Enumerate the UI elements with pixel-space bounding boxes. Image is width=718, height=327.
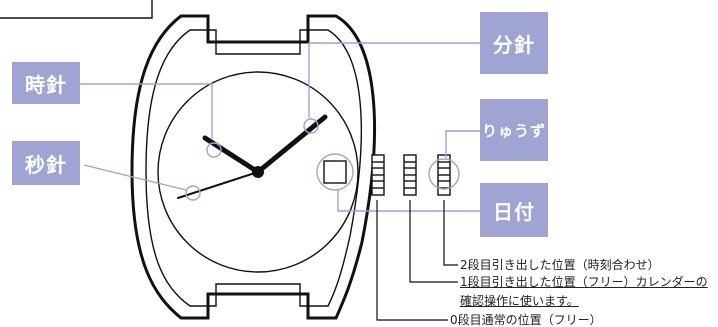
leader-lines [80, 42, 480, 212]
label-date: 日付 [480, 183, 548, 237]
label-crown: りゅうず [480, 99, 548, 161]
crown-leader [445, 130, 480, 158]
dial [157, 71, 359, 273]
minute-hand-line [255, 114, 328, 175]
hour-highlight [206, 142, 222, 158]
crown-stages [371, 154, 451, 196]
date-leader [337, 190, 480, 212]
crown-stage-1 [403, 154, 417, 196]
label-hour-hand: 時針 [12, 62, 80, 104]
bracket-pos0 [376, 200, 448, 321]
hour-leader [80, 83, 213, 140]
watch-hands [177, 114, 328, 199]
crown-highlight [428, 158, 460, 190]
bracket-pos2 [443, 200, 458, 266]
crown-brackets [376, 200, 458, 321]
center-pin [252, 166, 264, 178]
label-minute-hand: 分針 [480, 12, 548, 74]
frame-fragment [0, 0, 153, 19]
second-highlight [185, 185, 201, 201]
minute-highlight [303, 118, 319, 134]
date-window [323, 160, 347, 184]
crown-stage-0 [371, 154, 385, 196]
note-crown-position-1-line1: 1段目引き出した位置（フリー）カレンダーの [460, 275, 708, 289]
second-leader [83, 164, 187, 191]
watch-case [130, 14, 377, 320]
label-second-hand: 秒針 [12, 141, 80, 185]
second-hand-line [177, 171, 259, 199]
bracket-pos1 [409, 200, 458, 283]
note-crown-position-1-line2: 確認操作に使います。 [460, 294, 579, 308]
minute-leader [308, 42, 480, 118]
date-highlight [316, 153, 354, 191]
note-crown-position-0: 0段目通常の位置（フリー） [450, 313, 602, 327]
crown-stage-2 [437, 154, 451, 196]
note-crown-position-2: 2段目引き出した位置（時刻合わせ） [460, 258, 660, 272]
